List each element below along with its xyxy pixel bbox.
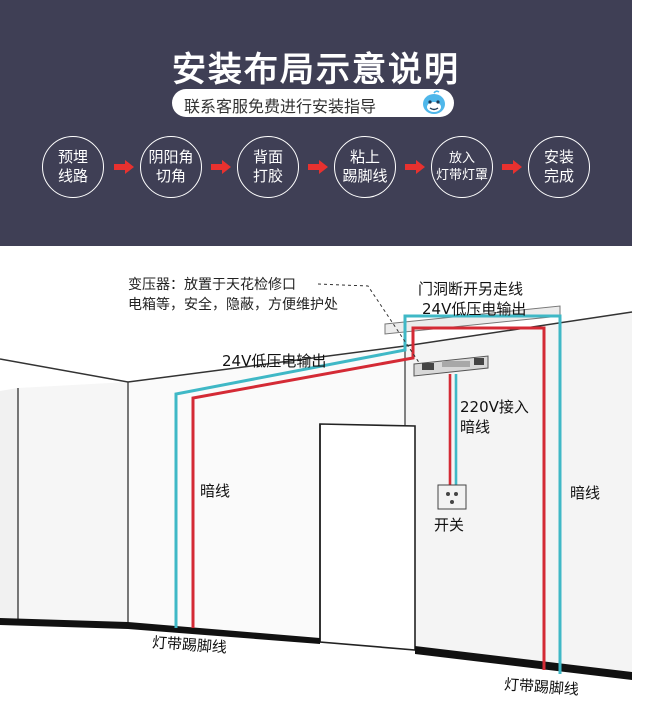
step-2-line1: 阴阳角	[148, 148, 194, 166]
header-banner: 安装布局示意说明 联系客服免费进行安装指导 预埋 线路 阴阳角 切角 背面 打胶…	[0, 0, 632, 246]
step-5-line2: 灯带灯罩	[435, 168, 488, 183]
room-illustration	[0, 283, 633, 680]
step-5: 放入 灯带灯罩	[431, 136, 493, 198]
support-pill[interactable]: 联系客服免费进行安装指导	[172, 89, 454, 117]
step-6-line1: 安装	[543, 148, 574, 166]
step-2-line2: 切角	[155, 167, 186, 185]
left-red-wire	[191, 326, 546, 670]
input-label-line1: 220V接入	[460, 398, 529, 416]
left-output-label: 24V低压电输出	[222, 352, 327, 370]
page-title: 安装布局示意说明	[172, 50, 460, 90]
step-4-line1: 粘上	[349, 148, 380, 166]
step-1: 预埋 线路	[42, 136, 104, 198]
switch-icon	[437, 484, 467, 510]
left-wall	[0, 388, 18, 622]
input-label-line2: 暗线	[460, 418, 491, 436]
installation-diagram: 变压器：放置于天花检修口 电箱等，安全，隐蔽，方便维护处 门洞断开另走线 24V…	[0, 246, 646, 715]
step-6-line2: 完成	[543, 167, 574, 185]
step-4: 粘上 踢脚线	[334, 136, 396, 198]
step-1-line1: 预埋	[57, 148, 88, 166]
door-route-line2: 24V低压电输出	[422, 300, 527, 318]
transformer-note-line2: 电箱等，安全，隐蔽，方便维护处	[128, 297, 338, 313]
arrow-right-icon	[308, 160, 328, 174]
step-1-line2: 线路	[57, 167, 88, 185]
step-2: 阴阳角 切角	[140, 136, 202, 198]
left-hidden-wire-label: 暗线	[200, 482, 231, 500]
step-5-line1: 放入	[448, 151, 475, 166]
arrow-right-icon	[502, 160, 522, 174]
right-hidden-wire-label: 暗线	[570, 484, 601, 502]
left-baseboard	[0, 618, 320, 644]
step-6: 安装 完成	[528, 136, 590, 198]
corner-wall	[18, 382, 128, 626]
doorway	[319, 423, 416, 651]
arrow-right-icon	[211, 160, 231, 174]
step-4-line2: 踢脚线	[342, 167, 388, 185]
transformer-leader-line	[317, 283, 421, 365]
left-blue-wire	[174, 314, 562, 674]
support-pill-text: 联系客服免费进行安装指导	[184, 97, 377, 116]
step-3-line1: 背面	[252, 148, 283, 166]
arrow-right-icon	[405, 160, 425, 174]
right-baseboard	[415, 646, 632, 680]
switch-label: 开关	[434, 516, 465, 534]
transformer-icon	[413, 355, 489, 377]
step-3-line2: 打胶	[252, 167, 283, 185]
door-route-line1: 门洞断开另走线	[418, 280, 524, 298]
chat-mascot-icon	[423, 90, 445, 114]
arrow-right-icon	[114, 160, 134, 174]
right-wall	[405, 312, 632, 678]
step-3: 背面 打胶	[237, 136, 299, 198]
transformer-note-line1: 变压器：放置于天花检修口	[128, 277, 296, 293]
